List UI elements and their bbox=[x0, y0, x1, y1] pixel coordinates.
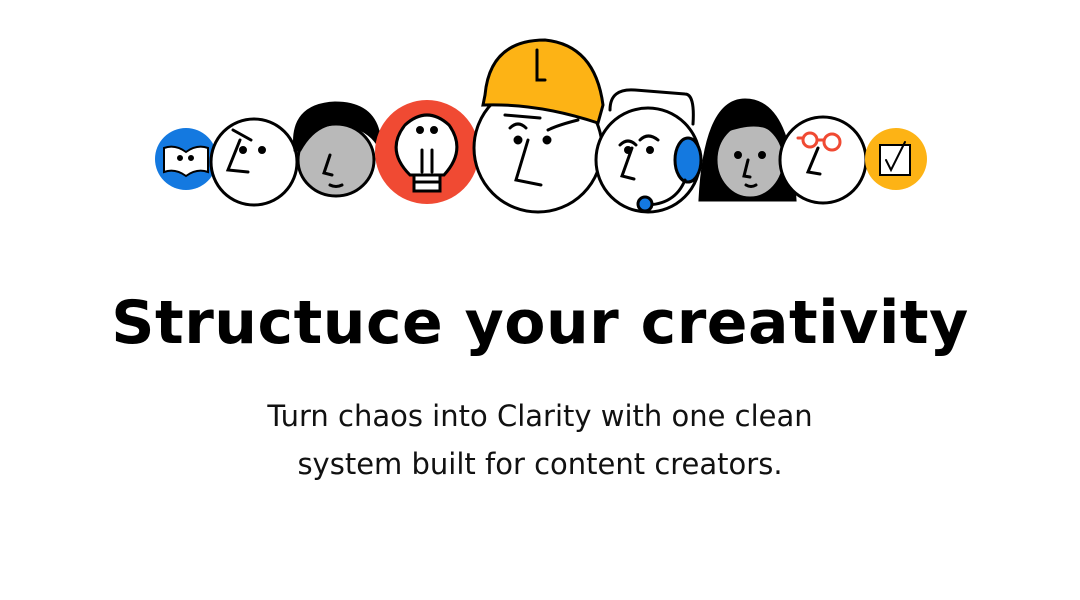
hero-subtitle: Turn chaos into Clarity with one clean s… bbox=[0, 392, 1080, 488]
lightbulb-icon bbox=[375, 100, 479, 204]
face-icon bbox=[209, 117, 299, 207]
book-icon bbox=[155, 128, 217, 190]
subtitle-line-1: Turn chaos into Clarity with one clean bbox=[267, 399, 813, 433]
support-agent-headset-icon bbox=[594, 88, 703, 214]
subtitle-line-2: system built for content creators. bbox=[297, 447, 783, 481]
characters-illustration bbox=[155, 38, 927, 214]
hard-hat-worker-icon bbox=[472, 38, 605, 214]
person-curly-hair-icon bbox=[293, 101, 382, 198]
face-glasses-icon bbox=[778, 115, 868, 205]
woman-long-hair-icon bbox=[698, 98, 797, 202]
checklist-icon bbox=[865, 128, 927, 190]
hero-title: Structuce your creativity bbox=[111, 288, 969, 358]
